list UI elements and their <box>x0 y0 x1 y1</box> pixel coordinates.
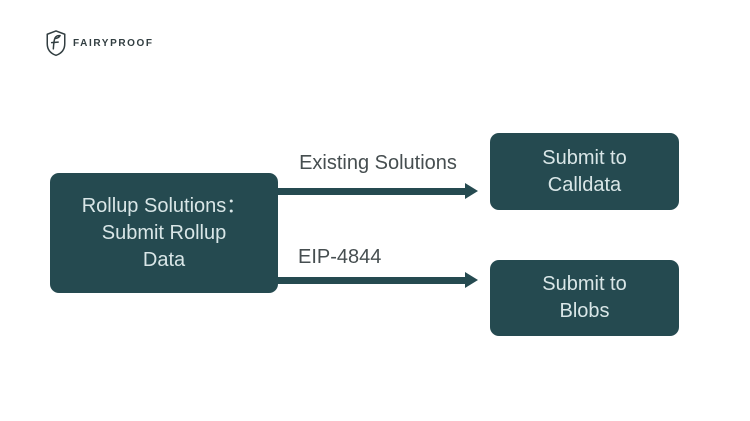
node-text-line: Submit Rollup <box>101 221 227 244</box>
brand-logo: FAIRYPROOF <box>46 29 154 57</box>
edge-label-existing-solutions: Existing Solutions <box>299 152 457 174</box>
node-submit-to-blobs: Submit to Blobs <box>490 260 679 336</box>
node-text-line: Data <box>142 248 186 271</box>
node-rollup-solutions: Rollup Solutions： Submit Rollup Data <box>50 173 278 293</box>
fairyproof-shield-icon <box>46 30 66 57</box>
brand-name: FAIRYPROOF <box>73 37 154 49</box>
node-text-line: Rollup Solutions： <box>81 194 247 217</box>
edge-label-eip-4844: EIP-4844 <box>298 246 382 268</box>
arrow-shaft-eip-4844 <box>278 277 465 284</box>
node-text-line: Submit to <box>542 273 627 295</box>
arrow-head-eip-4844 <box>465 272 478 288</box>
node-text-line: Blobs <box>559 300 610 322</box>
arrow-head-existing-solutions <box>465 183 478 199</box>
node-text-line: Calldata <box>547 173 622 196</box>
arrow-shaft-existing-solutions <box>278 188 465 195</box>
node-submit-to-calldata: Submit to Calldata <box>490 133 679 210</box>
node-text-line: Submit to <box>542 146 627 169</box>
